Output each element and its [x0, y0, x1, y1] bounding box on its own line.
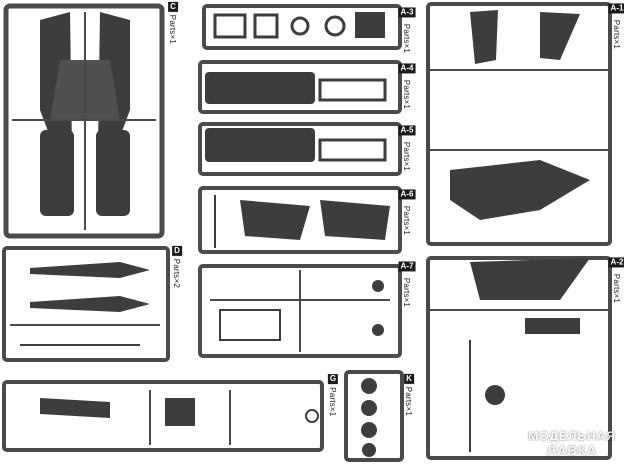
label-a7: A-7 Parts×1: [398, 258, 416, 308]
sprue-a6: [198, 186, 402, 254]
sprue-k: [344, 370, 404, 462]
sprue-a5: [198, 122, 402, 176]
label-a3-letter: A-3: [398, 7, 416, 18]
label-k-letter: K: [404, 373, 414, 384]
label-g: G Parts×1: [327, 374, 339, 417]
label-a4: A-4 Parts×1: [398, 60, 416, 110]
label-d: D Parts×2: [172, 245, 182, 288]
label-a7-letter: A-7: [398, 261, 416, 272]
label-a1: A-1 Parts×1: [608, 0, 624, 50]
label-c-letter: C: [168, 1, 178, 12]
label-a2-text: Parts×1: [612, 273, 622, 304]
label-a5-text: Parts×1: [402, 141, 412, 172]
label-a3-text: Parts×1: [402, 23, 412, 54]
label-a6: A-6 Parts×1: [398, 186, 416, 236]
watermark-line2: ЛАВКА: [547, 443, 598, 458]
label-a1-letter: A-1: [608, 3, 624, 14]
label-a3: A-3 Parts×1: [398, 4, 416, 54]
label-k-text: Parts×1: [404, 386, 414, 416]
label-c: C Parts×1: [168, 1, 178, 44]
label-a5: A-5 Parts×1: [398, 122, 416, 172]
label-a6-letter: A-6: [398, 189, 416, 200]
sprue-a3: [202, 4, 402, 50]
label-g-letter: G: [327, 374, 339, 385]
label-a5-letter: A-5: [398, 125, 416, 136]
sprue-g: [2, 380, 324, 452]
label-a2: A-2 Parts×1: [608, 254, 624, 304]
label-a4-text: Parts×1: [402, 79, 412, 110]
sprue-a4: [198, 60, 402, 114]
label-a2-letter: A-2: [608, 257, 624, 268]
watermark-line1: МОДЕЛЬНАЯ: [528, 429, 616, 443]
watermark: МОДЕЛЬНАЯ ЛАВКА: [528, 429, 616, 458]
label-a6-text: Parts×1: [402, 205, 412, 236]
label-d-text: Parts×2: [172, 258, 182, 288]
label-a1-text: Parts×1: [612, 19, 622, 50]
label-g-text: Parts×1: [328, 387, 338, 417]
label-d-letter: D: [172, 245, 182, 256]
sprue-d: [2, 246, 170, 362]
label-a7-text: Parts×1: [402, 277, 412, 308]
sprue-c: [3, 3, 165, 239]
label-c-text: Parts×1: [168, 14, 178, 44]
sprue-a7: [198, 264, 402, 358]
sprue-a1: [426, 2, 612, 246]
label-a4-letter: A-4: [398, 63, 416, 74]
label-k: K Parts×1: [404, 373, 414, 416]
sprue-a2: [426, 256, 612, 460]
